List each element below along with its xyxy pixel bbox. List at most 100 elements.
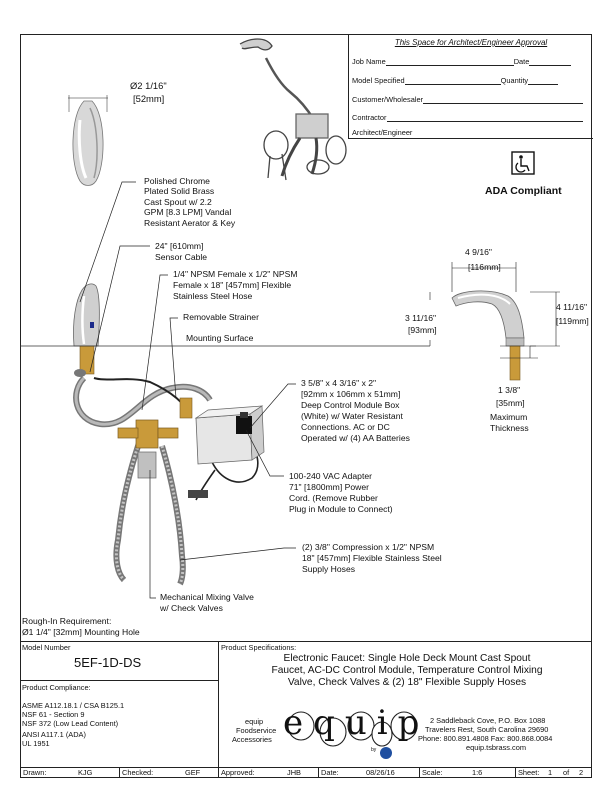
checked-label: Checked: [122, 768, 154, 777]
adapter-callout-1: 100-240 VAC Adapter [289, 471, 372, 481]
box-callout-3: Deep Control Module Box [301, 400, 400, 410]
supply-callout-2: 18" [457mm] Flexible Stainless Steel [302, 553, 442, 563]
spout-diameter-mm: [52mm] [133, 93, 165, 104]
titleblock-divider [218, 641, 219, 768]
box-callout-2: [92mm x 106mm x 51mm] [301, 389, 401, 399]
checked-value: GEF [185, 768, 201, 777]
wheelchair-icon [511, 151, 535, 175]
plumbing-assembly [73, 375, 259, 586]
job-name-field[interactable] [385, 57, 514, 66]
address-4: equip.tsbrass.com [466, 743, 526, 752]
model-row: Model Specified Quantity [352, 76, 559, 85]
box-callout-5: Connections. AC or DC [301, 422, 390, 432]
spout-top-view [72, 100, 104, 186]
titleblock-top-rule [20, 641, 592, 642]
contractor-label: Contractor [352, 113, 387, 122]
adapter-callout-4: Plug in Module to Connect) [289, 504, 393, 514]
contractor-field[interactable] [386, 113, 583, 122]
thickness-dim-mm: [35mm] [496, 398, 525, 408]
supply-callout-1: (2) 3/8" Compression x 1/2" NPSM [302, 542, 435, 552]
footer-div-2 [218, 767, 219, 778]
customer-field[interactable] [423, 95, 584, 104]
quantity-field[interactable] [528, 76, 559, 85]
spout-callout-3: Cast Spout w/ 2.2 [144, 197, 212, 207]
sheet-total: 2 [579, 768, 584, 777]
drawn-value: KJG [78, 768, 93, 777]
sheet-of: of [563, 768, 570, 777]
leader-lines [79, 181, 296, 599]
equip-logo-text: equip by [283, 699, 421, 759]
box-callout-1: 3 5/8" x 4 3/16" x 2" [301, 378, 377, 388]
model-specified-field[interactable] [404, 76, 501, 85]
ada-compliant-label: ADA Compliant [485, 185, 562, 197]
job-name-label: Job Name [352, 57, 386, 66]
approved-label: Approved: [221, 768, 255, 777]
adapter-callout-3: Cord. (Remove Rubber [289, 493, 378, 503]
logo-by: by [371, 747, 377, 753]
spout-callout-4: GPM [8.3 LPM] Vandal [144, 207, 232, 217]
mounting-surface-label: Mounting Surface [186, 333, 254, 343]
adapter-callout-2: 71" [1800mm] Power [289, 482, 369, 492]
ac-adapter [236, 412, 252, 434]
footer-div-3 [318, 767, 319, 778]
job-name-row: Job Name Date [352, 57, 572, 66]
hose-callout-3: Stainless Steel Hose [173, 291, 253, 301]
footer-div-5 [515, 767, 516, 778]
deck-dim: 3 11/16" [405, 313, 437, 323]
address-3: Phone: 800.891.4808 Fax: 800.868.0084 [418, 734, 553, 743]
box-callout-4: (White) w/ Water Resistant [301, 411, 403, 421]
spout-diameter: Ø2 1/16" [130, 80, 167, 91]
brand-side-3: Accessories [232, 735, 272, 744]
compliance-5: UL 1951 [22, 739, 50, 748]
strainer-callout: Removable Strainer [183, 312, 259, 322]
hose-callout-2: Female x 18" [457mm] Flexible [173, 280, 292, 290]
model-compliance-rule [20, 680, 218, 681]
thickness-label-2: Thickness [490, 423, 529, 433]
spec-line-3: Valve, Check Valves & (2) 18" Flexible S… [287, 677, 527, 688]
equip-logo [287, 711, 418, 759]
model-specified-label: Model Specified [352, 76, 405, 85]
customer-row: Customer/Wholesaler [352, 95, 584, 104]
thickness-label-1: Maximum [490, 412, 528, 422]
height-dim: 4 11/16" [556, 302, 588, 312]
date-label: Date [513, 57, 530, 66]
profile-dimensions [429, 262, 560, 359]
spout-callout-2: Plated Solid Brass [144, 186, 215, 196]
architect-label: Architect/Engineer [352, 128, 413, 137]
approval-box: This Space for Architect/Engineer Approv… [348, 34, 593, 139]
drawing-frame [20, 34, 592, 778]
height-dim-mm: [119mm] [556, 316, 589, 326]
date-field[interactable] [529, 57, 572, 66]
spec-text: Electronic Faucet: Single Hole Deck Moun… [222, 653, 592, 689]
roughin-1: Rough-In Requirement: [22, 616, 112, 626]
quantity-label: Quantity [500, 76, 529, 85]
model-number-label: Model Number [22, 643, 71, 652]
sheet-label: Sheet: [518, 768, 540, 777]
date-footer-label: Date: [321, 768, 339, 777]
sensor-callout-1: 24" [610mm] [155, 241, 204, 251]
sensor-callout-2: Sensor Cable [155, 252, 208, 262]
scale-label: Scale: [422, 768, 443, 777]
logo-wordmark: equip [283, 703, 430, 743]
hose-callout-1: 1/4" NPSM Female x 1/2" NPSM [173, 269, 298, 279]
compliance-3: NSF 372 (Low Lead Content) [22, 719, 119, 728]
in-line-connector [188, 490, 208, 498]
contractor-row: Contractor [352, 113, 583, 122]
compliance-1: ASME A112.18.1 / CSA B125.1 [22, 701, 125, 710]
spec-line-2: Faucet, AC-DC Control Module, Temperatur… [271, 665, 543, 676]
model-number: 5EF-1D-DS [74, 655, 142, 670]
address-1: 2 Saddleback Cove, P.O. Box 1088 [430, 716, 546, 725]
spout-callout-1: Polished Chrome [144, 176, 210, 186]
roughin-2: Ø1 1/4" [32mm] Mounting Hole [22, 627, 140, 637]
spout-callout-5: Resistant Aerator & Key [144, 218, 236, 228]
address-2: Travelers Rest, South Carolina 29690 [425, 725, 549, 734]
compliance-2: NSF 61 - Section 9 [22, 710, 85, 719]
footer-div-4 [419, 767, 420, 778]
customer-label: Customer/Wholesaler [352, 95, 424, 104]
brand-side-2: Foodservice [236, 726, 277, 735]
supply-callout-3: Supply Hoses [302, 564, 356, 574]
spec-label: Product Specifications: [221, 643, 297, 652]
approved-value: JHB [287, 768, 301, 777]
sheet-number: 1 [548, 768, 553, 777]
